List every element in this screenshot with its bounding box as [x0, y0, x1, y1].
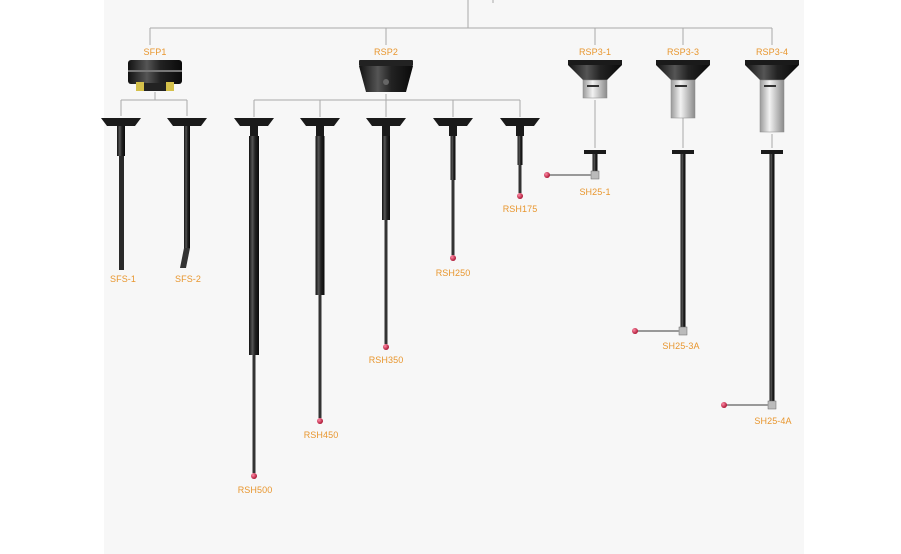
- module-label-sfp1: SFP1: [143, 47, 167, 57]
- holder-rsh175-collar: [516, 126, 524, 136]
- module-rsp3-4-grey-body: [759, 79, 785, 133]
- sfs-2-shaft: [184, 126, 190, 248]
- holder-label-sh25-1: SH25-1: [579, 187, 611, 197]
- module-rsp3-3: [656, 60, 710, 119]
- holder-sh25-4a: [721, 150, 783, 410]
- module-rsp3-4-cap: [745, 60, 799, 65]
- holder-rsh500-stylus: [252, 355, 256, 473]
- holder-sh25-3a-flange: [672, 150, 694, 154]
- holder-rsh500-upper-shaft: [249, 136, 259, 355]
- holder-sh25-4a-tip: [721, 402, 727, 408]
- holder-label-rsh450: RSH450: [303, 430, 339, 440]
- sfs-1-flange: [101, 118, 141, 126]
- holder-sfs-1: [101, 118, 141, 270]
- holder-sh25-1-flange: [584, 150, 606, 154]
- sfs-2-cranked-tip: [180, 248, 190, 268]
- holder-sh25-1-shaft: [592, 154, 598, 171]
- holder-rsh250-stylus: [451, 180, 455, 255]
- holder-rsh450-flange: [300, 118, 340, 126]
- module-rsp3-1-cone: [568, 65, 622, 80]
- holder-rsh250-upper-shaft: [450, 136, 456, 180]
- sfs-2-flange: [167, 118, 207, 126]
- holder-label-rsh250: RSH250: [435, 268, 471, 278]
- module-rsp3-3-cap: [656, 60, 710, 65]
- holder-rsh175-stylus: [518, 165, 522, 193]
- holder-sh25-4a-flange: [761, 150, 783, 154]
- holder-rsh350-tip: [383, 344, 389, 350]
- module-rsp3-4: [745, 60, 799, 133]
- module-rsp3-1: [568, 60, 622, 99]
- holder-rsh250-tip: [450, 255, 456, 261]
- module-label-rsp3-3: RSP3-3: [666, 47, 700, 57]
- holder-rsh350-stylus: [384, 220, 388, 344]
- holder-label-sfs-1: SFS-1: [109, 274, 137, 284]
- holder-sh25-3a-knuckle: [678, 326, 688, 336]
- holder-rsh350-collar: [382, 126, 390, 136]
- holder-sh25-1: [544, 150, 606, 180]
- holder-label-sh25-3a: SH25-3A: [662, 341, 700, 351]
- module-rsp2: [359, 60, 413, 92]
- holder-rsh450-collar: [316, 126, 324, 136]
- probe-modules: [128, 60, 799, 133]
- holder-rsh175-tip: [517, 193, 523, 199]
- stylus-holders: [101, 118, 783, 479]
- holder-label-sfs-2: SFS-2: [174, 274, 202, 284]
- rsp2-cap: [359, 60, 413, 66]
- holder-rsh175: [500, 118, 540, 199]
- sfs-1-shaft: [119, 156, 124, 270]
- module-rsp3-4-cone: [745, 65, 799, 80]
- holder-sh25-1-knuckle: [590, 170, 600, 180]
- sfp1-yellow-tab-right: [166, 82, 174, 91]
- sfs-1-upper: [117, 126, 125, 156]
- module-rsp3-1-cap: [568, 60, 622, 65]
- sfp1-neck: [144, 83, 166, 91]
- holder-sh25-3a-shaft: [680, 154, 686, 327]
- module-sfp1: [128, 60, 182, 91]
- holder-rsh500: [234, 118, 274, 479]
- holder-rsh250-collar: [449, 126, 457, 136]
- holder-rsh175-flange: [500, 118, 540, 126]
- module-rsp3-4-badge: [764, 85, 776, 87]
- holder-rsh175-upper-shaft: [517, 136, 523, 165]
- holder-rsh350-upper-shaft: [382, 136, 390, 220]
- holder-sh25-3a-tip: [632, 328, 638, 334]
- module-rsp3-3-badge: [675, 85, 687, 87]
- holder-rsh450-tip: [317, 418, 323, 424]
- holder-sh25-4a-shaft: [769, 154, 775, 401]
- holder-rsh250: [433, 118, 473, 261]
- holder-rsh500-flange: [234, 118, 274, 126]
- holder-sh25-4a-knuckle: [767, 400, 777, 410]
- holder-rsh450-stylus: [318, 295, 322, 418]
- rsp2-window: [383, 79, 389, 85]
- holder-rsh350-flange: [366, 118, 406, 126]
- module-rsp3-3-cone: [656, 65, 710, 80]
- sfp1-yellow-tab-left: [136, 82, 144, 91]
- holder-sh25-3a: [632, 150, 694, 336]
- module-rsp3-1-badge: [587, 85, 599, 87]
- module-label-rsp3-4: RSP3-4: [755, 47, 789, 57]
- holder-rsh350: [366, 118, 406, 350]
- holder-sfs-2: [167, 118, 207, 268]
- holder-label-rsh175: RSH175: [502, 204, 538, 214]
- holder-label-rsh350: RSH350: [368, 355, 404, 365]
- module-label-rsp3-1: RSP3-1: [578, 47, 612, 57]
- holder-rsh500-tip: [251, 473, 257, 479]
- holder-rsh450-upper-shaft: [315, 136, 325, 295]
- holder-label-sh25-4a: SH25-4A: [754, 416, 792, 426]
- sfp1-ring: [128, 70, 182, 72]
- module-rsp3-1-grey-body: [582, 79, 608, 99]
- holder-rsh500-collar: [250, 126, 258, 136]
- holder-rsh250-flange: [433, 118, 473, 126]
- holder-label-rsh500: RSH500: [237, 485, 273, 495]
- holder-sh25-1-tip: [544, 172, 550, 178]
- holder-rsh450: [300, 118, 340, 424]
- module-label-rsp2: RSP2: [374, 47, 398, 57]
